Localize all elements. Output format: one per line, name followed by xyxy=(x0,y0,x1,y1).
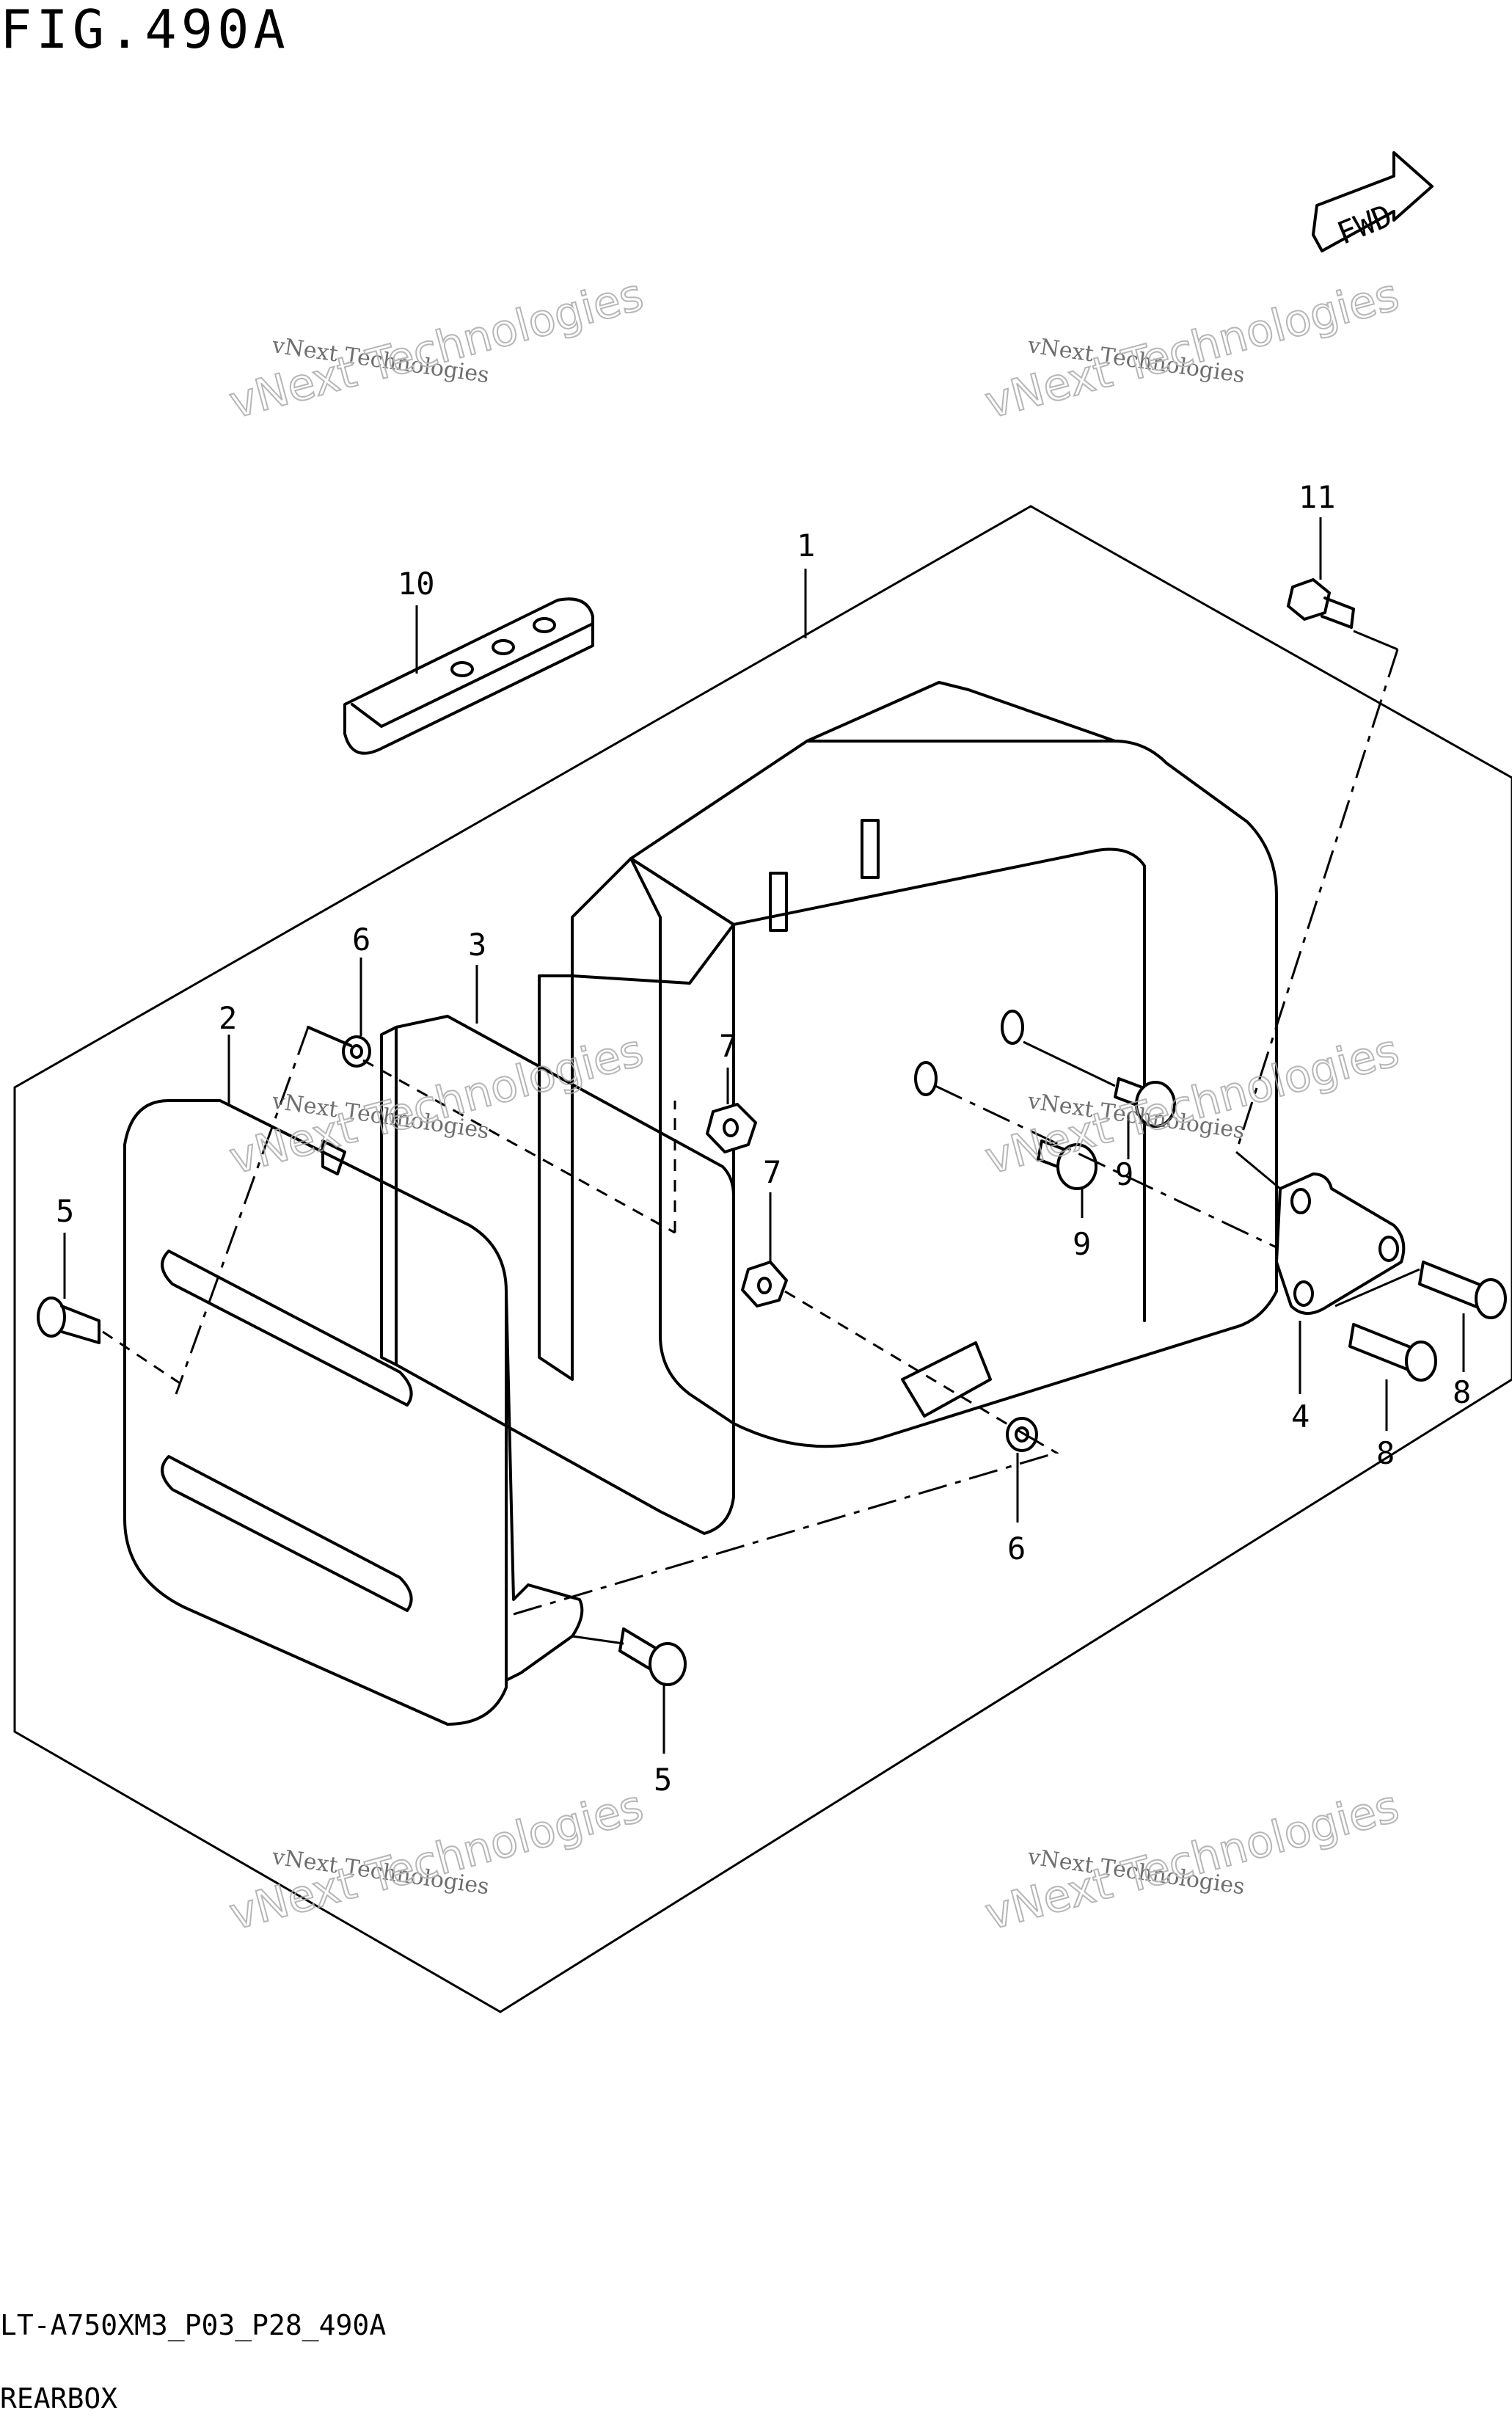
part-11-bolt xyxy=(1287,578,1355,629)
part-4-bracket xyxy=(1275,1173,1406,1315)
callout-8-lower: 8 xyxy=(1376,1435,1395,1471)
watermark-mid-right: vNext Technologies vNext Technologies xyxy=(979,1024,1405,1186)
leader-lines xyxy=(63,517,1465,1754)
part-7-nut-upper xyxy=(706,1103,757,1153)
watermark-top-left: vNext Technologies vNext Technologies xyxy=(224,269,649,430)
callout-10: 10 xyxy=(398,566,435,602)
callout-1: 1 xyxy=(797,528,815,564)
callout-3: 3 xyxy=(468,927,486,963)
callout-6-lower: 6 xyxy=(1007,1531,1026,1567)
part-8-screw-lower xyxy=(1348,1323,1437,1382)
figure-caption: REARBOX xyxy=(0,2382,118,2415)
assembly-frame xyxy=(13,505,1512,2013)
figure-title: FIG.490A xyxy=(0,0,290,60)
part-6-washer-lower xyxy=(1006,1417,1038,1452)
callout-5-left: 5 xyxy=(56,1193,74,1229)
callout-7-lower: 7 xyxy=(763,1154,781,1190)
part-2-lid xyxy=(123,1099,584,1726)
callouts: 1 10 2 3 6 5 5 6 7 7 11 4 8 8 9 9 xyxy=(56,479,1471,1798)
callout-11: 11 xyxy=(1299,479,1336,515)
watermark-top-right: vNext Technologies vNext Technologies xyxy=(979,269,1405,430)
watermark-bottom-right: vNext Technologies vNext Technologies xyxy=(979,1780,1405,1941)
part-9-grommet-lower xyxy=(1037,1139,1098,1190)
callout-8-right: 8 xyxy=(1453,1374,1471,1410)
callout-2: 2 xyxy=(219,1000,237,1036)
callout-6-upper: 6 xyxy=(352,922,370,958)
callout-9-upper: 9 xyxy=(1115,1156,1133,1192)
callout-9-lower: 9 xyxy=(1073,1226,1091,1262)
callout-7-upper: 7 xyxy=(719,1028,737,1064)
watermark-mid-left: vNext Technologies vNext Technologies xyxy=(224,1024,649,1186)
callout-5-bottom: 5 xyxy=(654,1762,672,1798)
model-code: LT-A750XM3_P03_P28_490A xyxy=(0,2309,387,2341)
callout-4: 4 xyxy=(1291,1398,1310,1434)
part-9-grommet-upper xyxy=(1114,1077,1176,1128)
part-8-screw-right xyxy=(1418,1261,1507,1319)
part-5-bolt-bottom xyxy=(618,1627,687,1686)
part-5-bolt-left xyxy=(37,1297,101,1344)
part-1-rear-box xyxy=(538,681,1278,1448)
part-3-seal xyxy=(380,1015,735,1535)
fwd-arrow-icon: FWD xyxy=(1312,151,1434,252)
part-10-strap xyxy=(343,597,594,755)
part-7-nut-lower xyxy=(741,1261,788,1308)
assembly-lines xyxy=(102,630,1420,1645)
watermark-bottom-left: vNext Technologies vNext Technologies xyxy=(224,1780,649,1941)
